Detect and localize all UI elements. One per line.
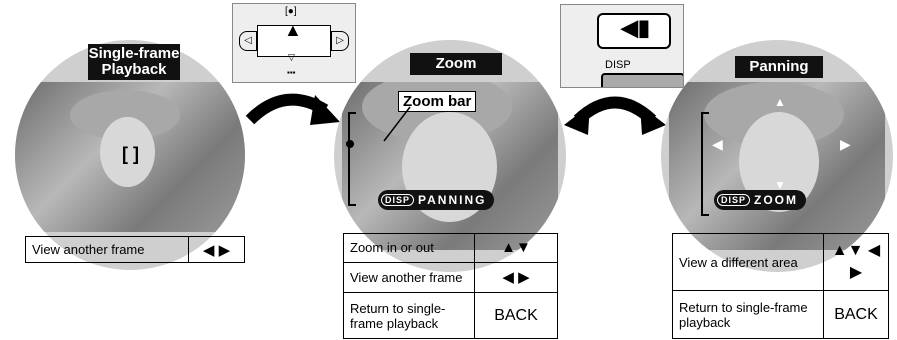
table-row: View another frame ◀ ▶ bbox=[26, 237, 245, 263]
panning-controls: View a different area ▲▼ ◀ ▶ Return to s… bbox=[672, 233, 889, 339]
back-arrow-icon: ◀▮ bbox=[621, 15, 650, 41]
single-frame-controls: View another frame ◀ ▶ bbox=[25, 236, 245, 263]
zoom-label: ZOOM bbox=[754, 193, 798, 207]
control-label: View another frame bbox=[26, 237, 189, 263]
curved-double-arrow bbox=[560, 80, 670, 140]
controller-bottom-icon: ▪▪▪ bbox=[287, 68, 296, 77]
left-right-arrows: ◀ ▶ bbox=[475, 262, 558, 292]
control-label: Return to single-frame playback bbox=[344, 293, 475, 339]
controller-up-icon: ▲ bbox=[284, 20, 302, 41]
table-row: Zoom in or out ▲▼ bbox=[344, 234, 558, 263]
disp-label: DISP bbox=[381, 194, 414, 206]
zoom-controls: Zoom in or out ▲▼ View another frame ◀ ▶… bbox=[343, 233, 558, 339]
controller-down-icon: ▽ bbox=[288, 52, 295, 63]
control-label: View another frame bbox=[344, 262, 475, 292]
zoom-title: Zoom bbox=[410, 53, 502, 75]
control-label: Return to single-frame playback bbox=[673, 291, 824, 339]
back-label: BACK bbox=[475, 293, 558, 339]
control-label: View a different area bbox=[673, 234, 824, 291]
four-way-arrows: ▲▼ ◀ ▶ bbox=[824, 234, 889, 291]
back-label: BACK bbox=[824, 291, 889, 339]
single-frame-photo: [ ] bbox=[15, 82, 245, 232]
pan-left-icon: ◀ bbox=[712, 136, 723, 153]
controller-left-triangle: ◁ bbox=[239, 31, 257, 51]
panning-title: Panning bbox=[735, 56, 823, 78]
table-row: Return to single-frame playback BACK bbox=[673, 291, 889, 339]
table-row: Return to single-frame playback BACK bbox=[344, 293, 558, 339]
zoom-bar-icon bbox=[348, 112, 356, 206]
four-way-controller-inset: [●] ◁ ▲ ▽ ▷ ▪▪▪ bbox=[232, 3, 356, 83]
table-row: View another frame ◀ ▶ bbox=[344, 262, 558, 292]
disp-label: DISP bbox=[717, 194, 750, 206]
control-label: Zoom in or out bbox=[344, 234, 475, 263]
callout-leader-line bbox=[380, 105, 420, 145]
disp-button-inset: ◀▮ DISP bbox=[560, 4, 684, 88]
focus-frame-icon: [ ] bbox=[122, 144, 139, 165]
zoom-bar-icon bbox=[701, 112, 709, 216]
up-down-arrows: ▲▼ bbox=[475, 234, 558, 263]
panning-label: PANNING bbox=[418, 193, 486, 207]
single-frame-title: Single-frame Playback bbox=[88, 44, 180, 80]
zoom-bar-marker bbox=[346, 140, 354, 148]
disp-inset-label: DISP bbox=[605, 59, 631, 71]
left-right-arrows: ◀ ▶ bbox=[189, 237, 245, 263]
controller-right-triangle: ▷ bbox=[331, 31, 349, 51]
disp-panning-badge: DISP PANNING bbox=[378, 190, 494, 210]
disp-zoom-badge: DISP ZOOM bbox=[714, 190, 806, 210]
table-row: View a different area ▲▼ ◀ ▶ bbox=[673, 234, 889, 291]
curved-arrow-right bbox=[240, 80, 345, 140]
controller-top-icon: [●] bbox=[285, 6, 297, 17]
pan-right-icon: ▶ bbox=[840, 136, 851, 153]
pan-up-icon: ▲ bbox=[774, 95, 786, 109]
